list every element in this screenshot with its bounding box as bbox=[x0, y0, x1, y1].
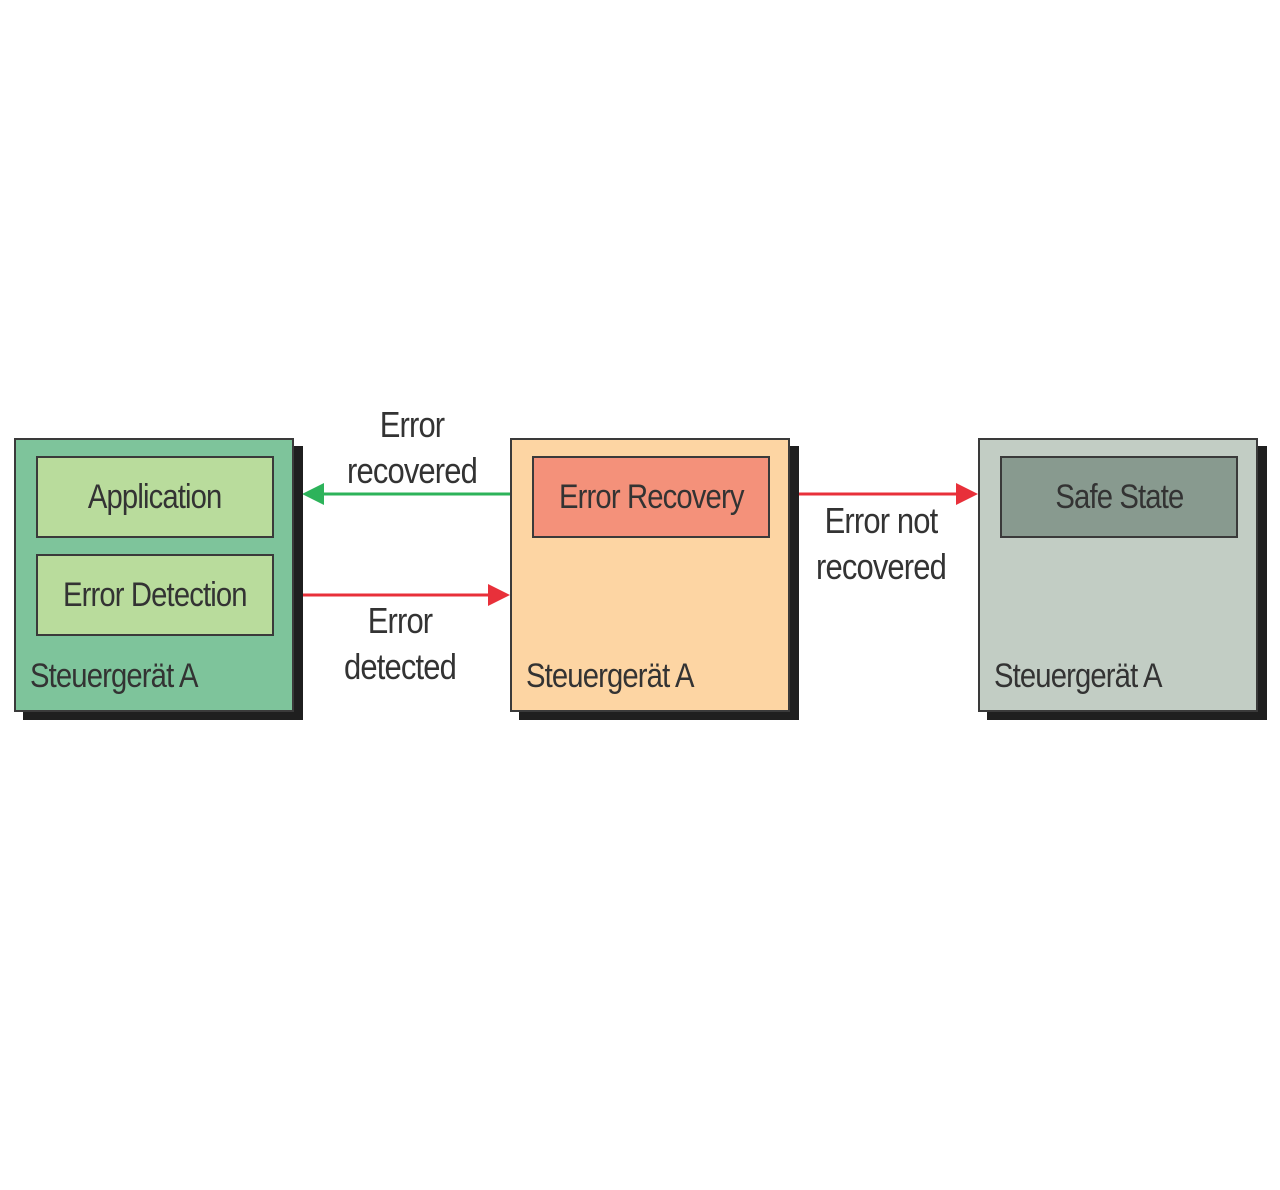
arrow-error-recovered bbox=[302, 483, 512, 505]
arrow-error-not-recovered bbox=[768, 483, 978, 505]
edge-label-error-not-recovered: Error not recovered bbox=[800, 498, 962, 590]
ecu-box-middle: Error Recovery Steuergerät A bbox=[510, 438, 790, 712]
ecu-middle-label: Steuergerät A bbox=[526, 657, 694, 695]
ecu-box-right: Safe State Steuergerät A bbox=[978, 438, 1258, 712]
edge-label-line: recovered bbox=[347, 450, 478, 491]
ecu-box-left: Application Error Detection Steuergerät … bbox=[14, 438, 294, 712]
edge-label-line: detected bbox=[344, 646, 457, 687]
edge-label-line: Error not bbox=[824, 500, 939, 541]
edge-label-line: recovered bbox=[816, 546, 947, 587]
arrow-error-detected bbox=[272, 584, 510, 606]
safe-state-label: Safe State bbox=[1055, 477, 1184, 516]
error-detection-module: Error Detection bbox=[36, 554, 274, 636]
error-recovery-label: Error Recovery bbox=[558, 477, 744, 516]
edge-label-error-detected: Error detected bbox=[320, 598, 480, 690]
safe-state-module: Safe State bbox=[1000, 456, 1238, 538]
application-label: Application bbox=[88, 477, 222, 516]
edge-label-line: Error bbox=[379, 404, 445, 445]
ecu-left-label: Steuergerät A bbox=[30, 657, 198, 695]
ecu-right-label: Steuergerät A bbox=[994, 657, 1162, 695]
error-recovery-module: Error Recovery bbox=[532, 456, 770, 538]
edge-label-error-recovered: Error recovered bbox=[330, 402, 494, 494]
edge-label-line: Error bbox=[367, 600, 433, 641]
application-module: Application bbox=[36, 456, 274, 538]
error-detection-label: Error Detection bbox=[63, 575, 248, 614]
